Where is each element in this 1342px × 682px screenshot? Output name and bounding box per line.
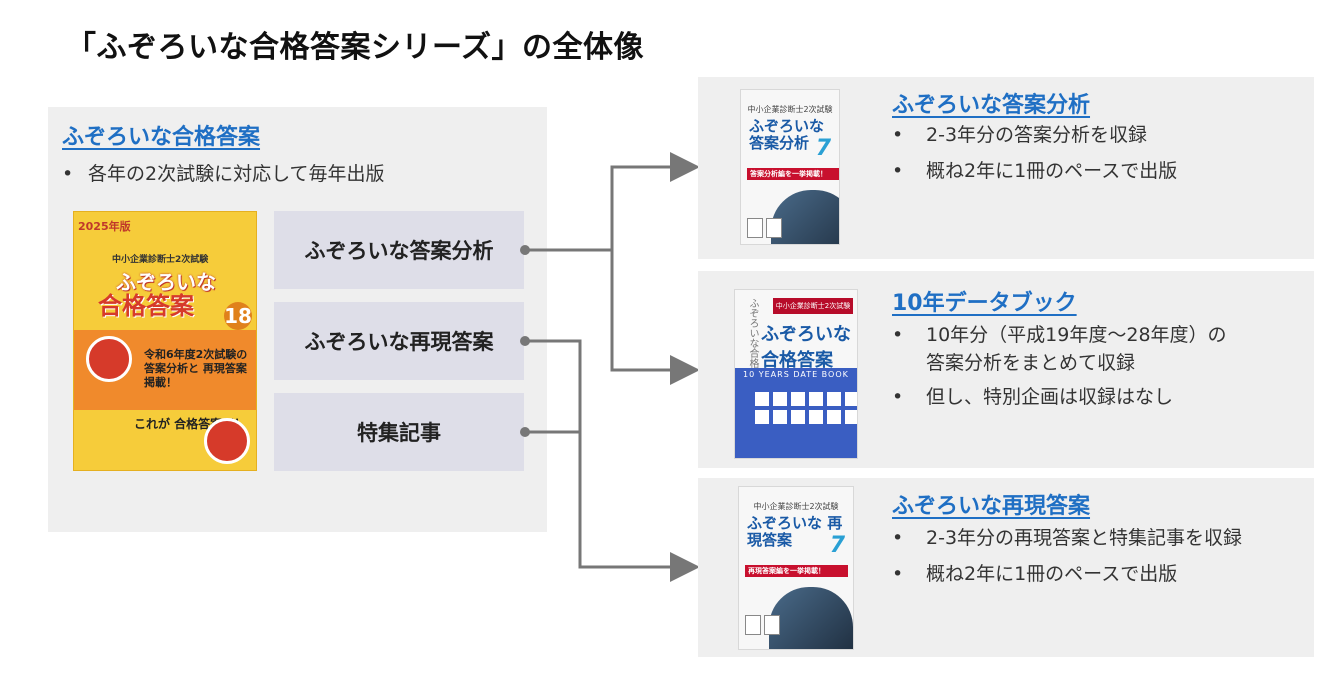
page-title: 「ふぞろいな合格答案シリーズ」の全体像	[66, 30, 644, 65]
cover-band-text: 令和6年度2次試験の 答案分析と 再現答案 掲載！	[144, 348, 248, 389]
book-panel-databook: ふぞろいな合格答案 中小企業診断士2次試験 ふぞろいな 合格答案 10 YEAR…	[698, 271, 1314, 468]
answer-analysis-cover-image: 中小企業診断士2次試験 ふぞろいな 答案分析 7 答案分析編を一挙掲載！	[740, 89, 840, 245]
bullet: •2-3年分の答案分析を収録	[892, 124, 1148, 146]
bullet: •但し、特別企画は収録はなし	[892, 386, 1174, 408]
connector-databook	[610, 250, 700, 385]
bullet: •概ね2年に1冊のペースで出版	[892, 160, 1178, 182]
cover-face-image	[769, 587, 853, 649]
cover-title: ふぞろいな 再現答案	[747, 514, 843, 549]
main-series-cover-image: 2025年版 中小企業診断士2次試験 ふぞろいな 合格答案 18 令和6年度2次…	[73, 211, 257, 471]
cover-band: 答案分析編を一挙掲載！	[747, 168, 839, 180]
connector-reproduced	[525, 339, 700, 582]
cover-title-top: ふぞろいな	[116, 270, 216, 294]
bullet: •2-3年分の再現答案と特集記事を収録	[892, 527, 1243, 549]
connector-dot	[520, 245, 530, 255]
book-panel-answer-analysis: 中小企業診断士2次試験 ふぞろいな 答案分析 7 答案分析編を一挙掲載！ ふぞろ…	[698, 77, 1314, 259]
cover-subtitle: 中小企業診断士2次試験	[112, 255, 209, 265]
main-series-bullet: •各年の2次試験に対応して毎年出版	[62, 163, 385, 185]
bullet: •概ね2年に1冊のペースで出版	[892, 563, 1178, 585]
daruma-icon	[204, 418, 250, 464]
daruma-icon	[86, 336, 132, 382]
cover-title: ふぞろいな 答案分析	[749, 117, 825, 152]
reproduced-cover-image: 中小企業診断士2次試験 ふぞろいな 再現答案 7 再現答案編を一挙掲載！	[738, 486, 854, 650]
main-series-heading: ふぞろいな合格答案	[62, 125, 261, 150]
cover-num: 7	[815, 136, 831, 161]
answer-analysis-heading: ふぞろいな答案分析	[892, 93, 1091, 118]
cover-num: 7	[829, 533, 845, 558]
book-panel-reproduced: 中小企業診断士2次試験 ふぞろいな 再現答案 7 再現答案編を一挙掲載！ ふぞろ…	[698, 478, 1314, 657]
cover-band: 10 YEARS DATE BOOK	[743, 370, 849, 379]
bullet: •10年分（平成19年度〜28年度）の答案分析をまとめて収録	[892, 324, 1227, 374]
item-reproduced-answers: ふぞろいな再現答案	[274, 302, 524, 380]
cover-year: 2025年版	[78, 220, 131, 233]
cover-title: ふぞろいな 合格答案	[761, 324, 851, 371]
cover-title-main: 合格答案	[98, 292, 194, 320]
databook-cover-image: ふぞろいな合格答案 中小企業診断士2次試験 ふぞろいな 合格答案 10 YEAR…	[734, 289, 858, 459]
cover-edition: 18	[224, 302, 252, 330]
item-answer-analysis: ふぞろいな答案分析	[274, 211, 524, 289]
cover-band: 再現答案編を一挙掲載！	[745, 565, 848, 577]
connector-dot	[520, 427, 530, 437]
reproduced-heading: ふぞろいな再現答案	[892, 494, 1091, 519]
connector-analysis	[525, 152, 700, 252]
connector-dot	[520, 336, 530, 346]
databook-heading: 10年データブック	[892, 291, 1077, 316]
item-special-articles: 特集記事	[274, 393, 524, 471]
